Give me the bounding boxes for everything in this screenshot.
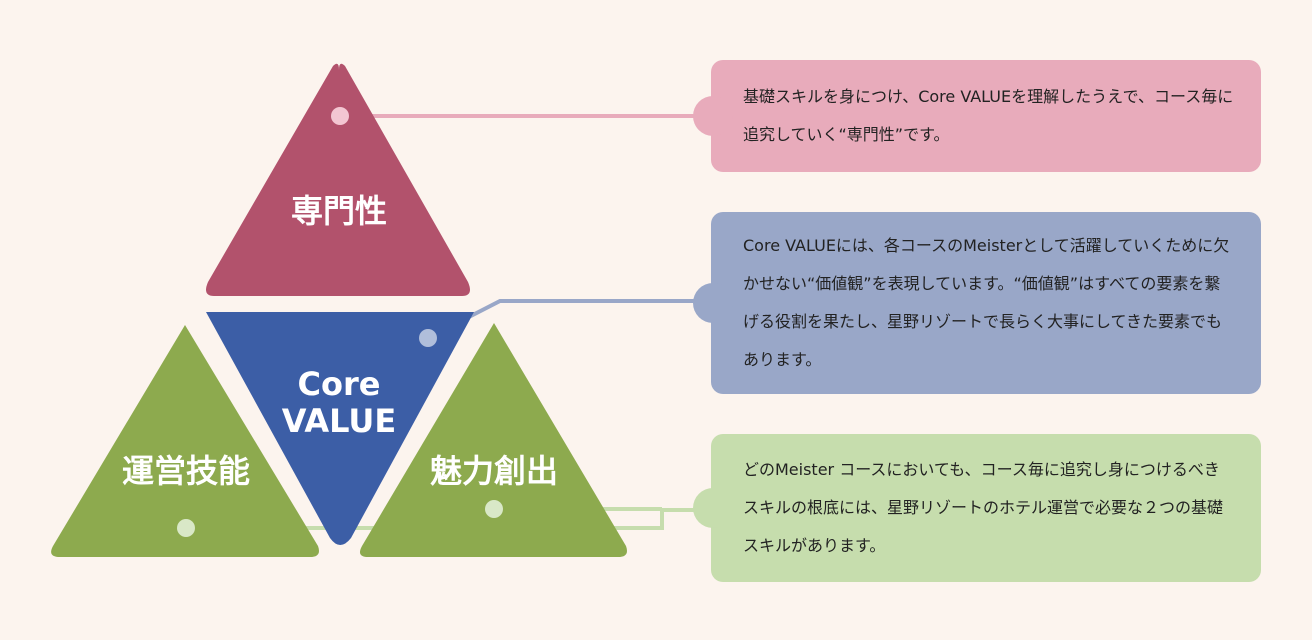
description-card-fundamental-skills: どのMeister コースにおいても、コース毎に追究し身につけるべきスキルの根底… [693,434,1261,582]
connector-dot-senmonsei [331,107,349,125]
label-miryoku-sosyutsu: 魅力創出 [430,452,558,490]
triangle-core-value [206,312,474,545]
value-pyramid-diagram: 専門性 Core VALUE 運営技能 魅力創出 [51,63,700,557]
description-card-senmonsei: 基礎スキルを身につけ、Core VALUEを理解したうえで、コース毎に追究してい… [693,60,1261,172]
triangle-miryoku-sosyutsu [360,323,627,557]
connector-dot-unei-gino [177,519,195,537]
description-card-core-value: Core VALUEには、各コースのMeisterとして活躍していくために欠かせ… [693,212,1261,394]
label-core-value-line2: VALUE [282,402,396,440]
triangle-unei-gino [51,325,320,557]
label-unei-gino: 運営技能 [122,452,250,490]
connector-dot-miryoku-sosyutsu [485,500,503,518]
connector-dot-core-value [419,329,437,347]
description-text-fundamental-skills: どのMeister コースにおいても、コース毎に追究し身につけるべきスキルの根底… [743,460,1224,555]
description-text-senmonsei: 基礎スキルを身につけ、Core VALUEを理解したうえで、コース毎に追究してい… [743,87,1234,144]
triangle-senmonsei [206,63,470,296]
description-text-core-value: Core VALUEには、各コースのMeisterとして活躍していくために欠かせ… [743,236,1230,369]
label-senmonsei: 専門性 [291,192,387,230]
label-core-value-line1: Core [298,365,381,403]
